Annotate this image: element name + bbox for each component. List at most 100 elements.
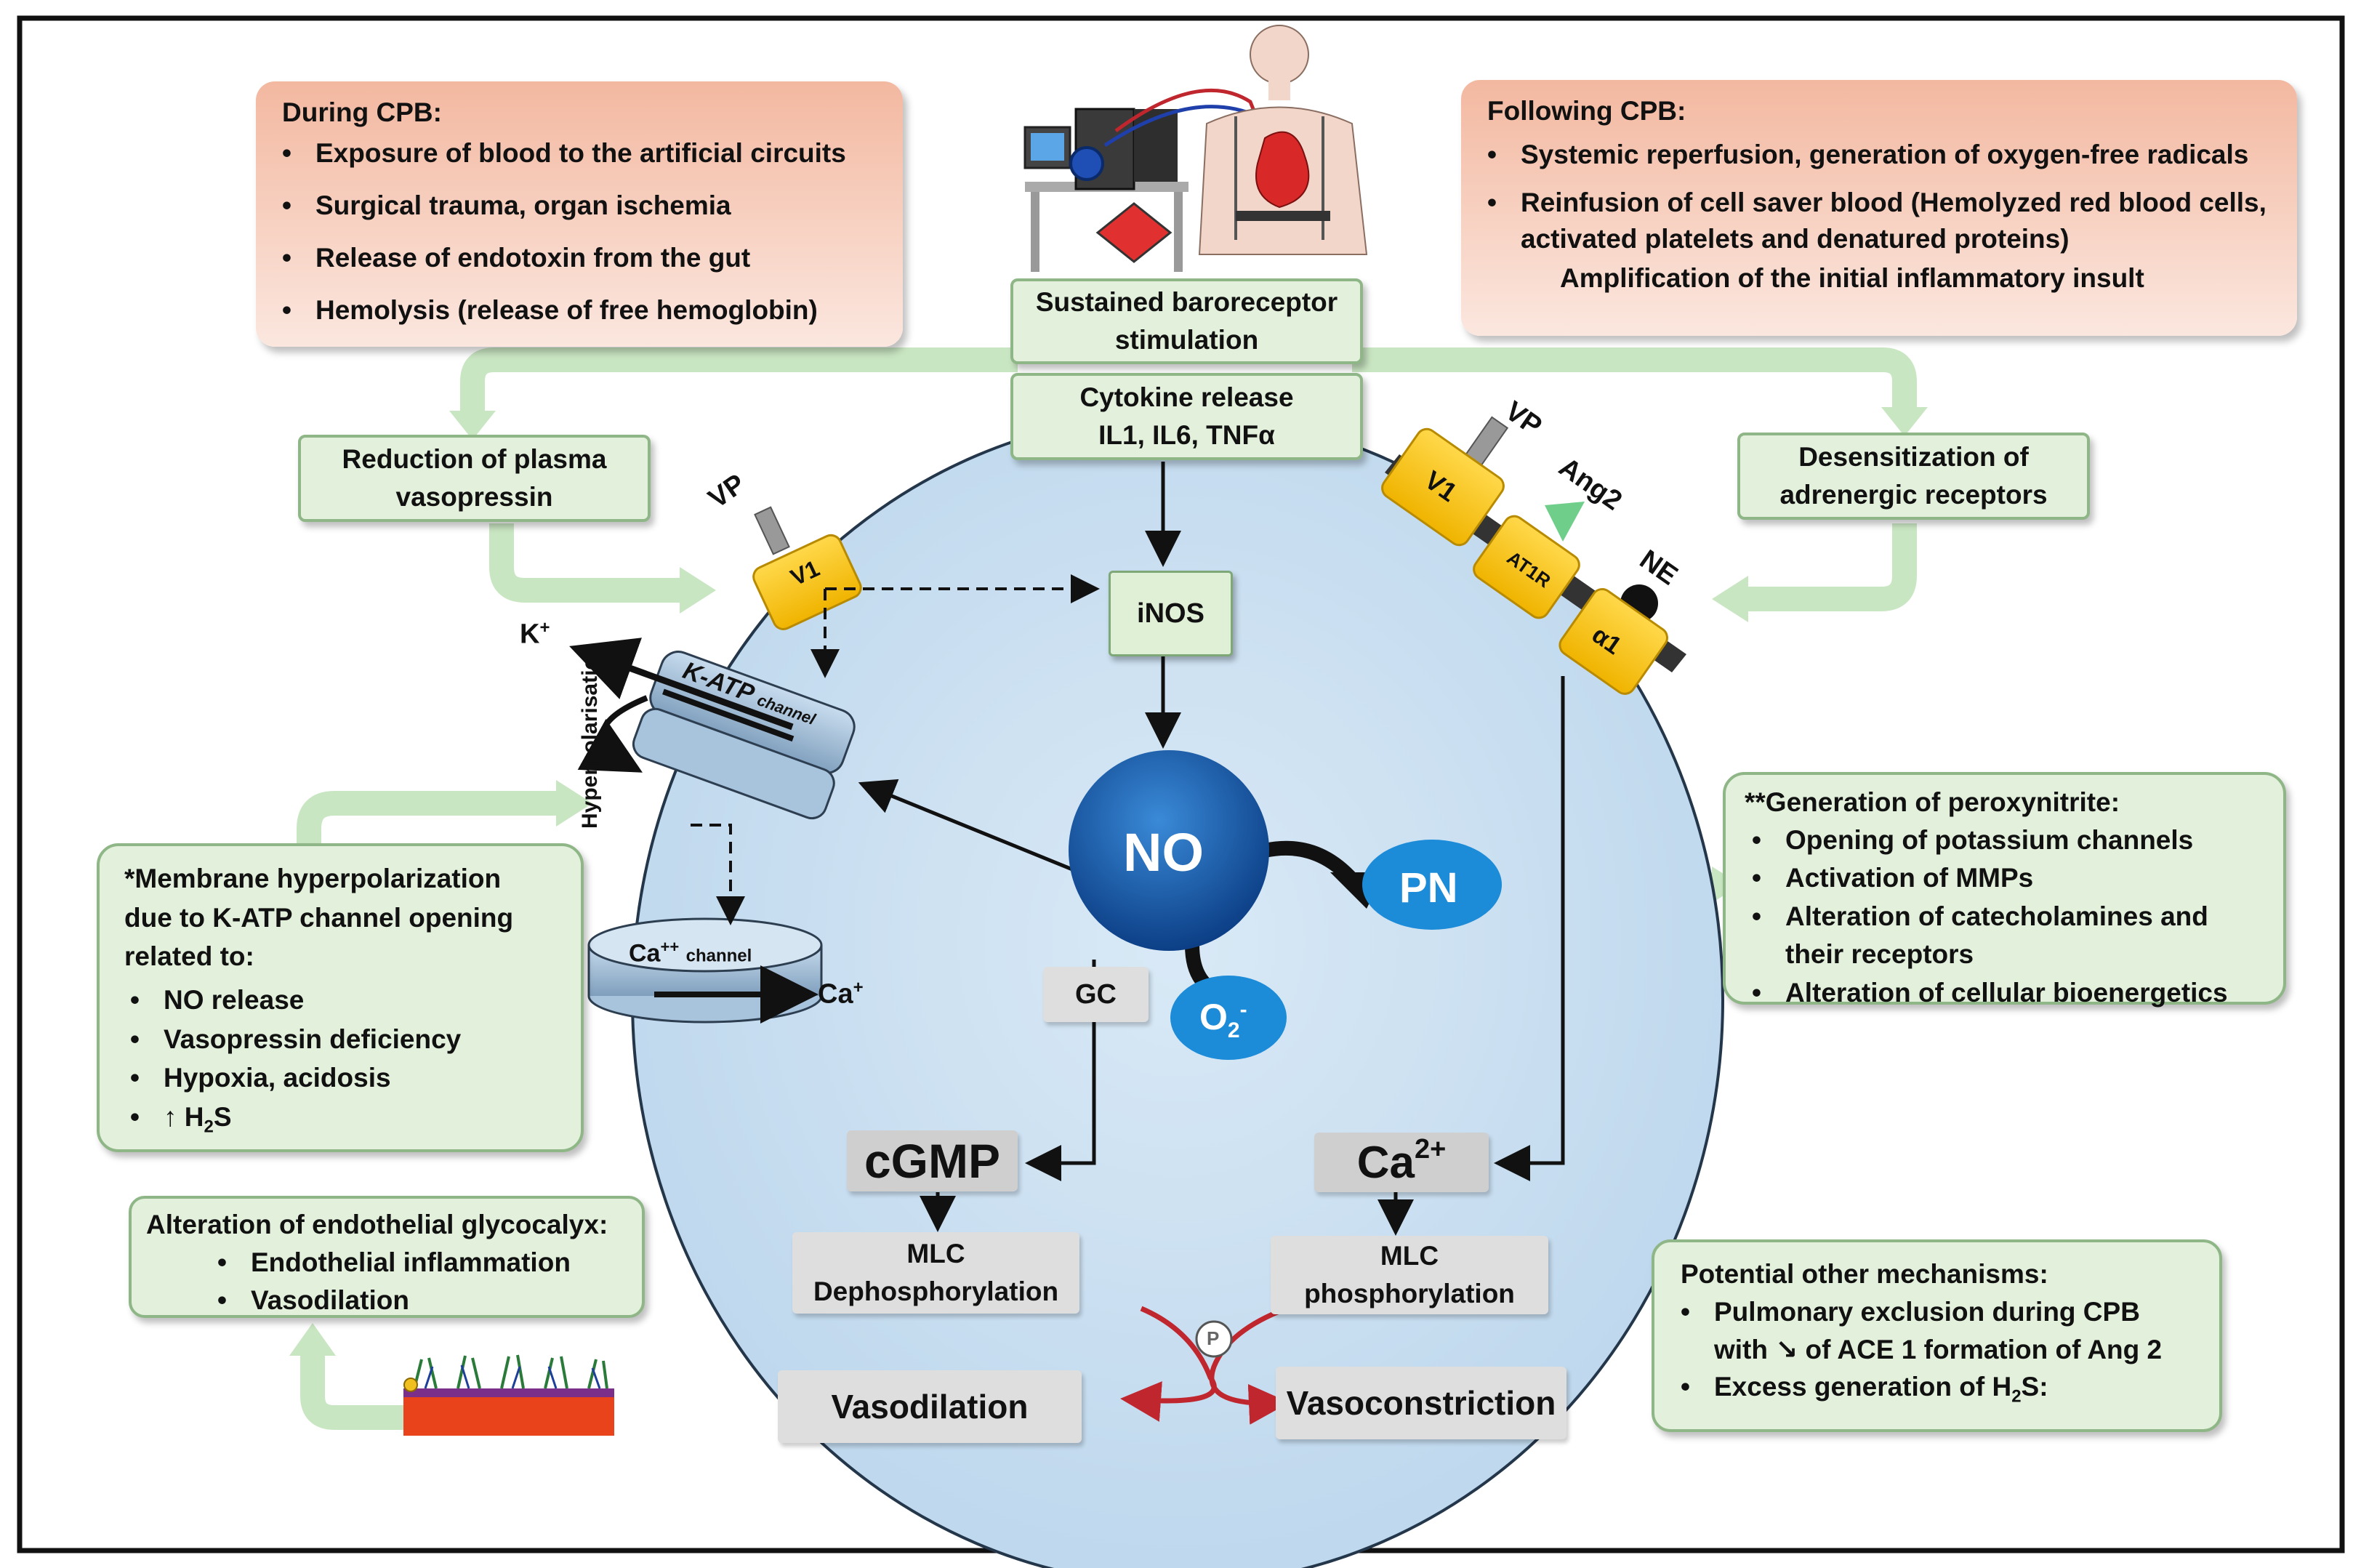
- list-item: Activation of MMPs: [1752, 859, 2267, 898]
- cytokine-box: Cytokine release IL1, IL6, TNFα: [1010, 373, 1363, 460]
- ca2-sup: 2+: [1414, 1134, 1447, 1165]
- cgmp-box: cGMP: [847, 1130, 1018, 1191]
- ca-out-sup: +: [853, 978, 864, 997]
- list-item: Opening of potassium channels: [1752, 821, 2267, 860]
- p-circle-shape: [1195, 1320, 1233, 1358]
- cpb-illustration: [1023, 25, 1368, 272]
- o2-sup: -: [1239, 997, 1247, 1022]
- flow-top-left: [460, 347, 1018, 414]
- baroreceptor-line2: stimulation: [1114, 325, 1259, 355]
- no-circle: [1069, 750, 1269, 951]
- h2s-tail: S: [213, 1101, 232, 1132]
- mlc-right-line2: phosphorylation: [1304, 1279, 1515, 1308]
- flow-reduction: [489, 523, 683, 603]
- mlc-dephosphorylation-box: MLC Dephosphorylation: [792, 1232, 1079, 1314]
- membrane-box: *Membrane hyperpolarization due to K-ATP…: [97, 843, 584, 1152]
- mlc-right-line1: MLC: [1380, 1241, 1439, 1271]
- flow-top-left-head: [449, 411, 496, 440]
- h2s-sub: 2: [204, 1117, 214, 1137]
- list-item: Vasodilation: [217, 1282, 629, 1319]
- mlc-left-line1: MLC: [906, 1239, 965, 1269]
- ca-channel-shape: [587, 917, 823, 1024]
- during-cpb-title: During CPB:: [282, 97, 442, 127]
- list-item: Alteration of catecholamines and their r…: [1752, 898, 2236, 974]
- k-curl-arrow: [577, 695, 648, 773]
- other-mechanisms-box: Potential other mechanisms: Pulmonary ex…: [1652, 1239, 2222, 1432]
- during-cpb-list: Exposure of blood to the artificial circ…: [282, 135, 881, 329]
- mlc-left-line2: Dephosphorylation: [813, 1276, 1059, 1306]
- k-sup: +: [539, 618, 550, 638]
- list-item: Endothelial inflammation: [217, 1244, 629, 1282]
- o2-sub: 2: [1227, 1018, 1240, 1042]
- ca-channel-sub: channel: [685, 946, 752, 966]
- ca-channel-label: Ca++ channel: [629, 938, 752, 968]
- no-label: NO: [1123, 822, 1204, 882]
- alpha1-receptor: [1558, 584, 1668, 695]
- p-circle-label: P: [1207, 1327, 1220, 1349]
- reduction-line1: Reduction of plasma: [342, 444, 607, 475]
- membrane-title-line2: due to K-ATP channel opening: [124, 902, 514, 933]
- list-item: ↑ H2S: [130, 1098, 566, 1140]
- peroxynitrite-box: **Generation of peroxynitrite: Opening o…: [1723, 772, 2286, 1012]
- other-item1-line2: with ↘ of ACE 1 formation of Ang 2: [1714, 1334, 2163, 1364]
- cytokine-line1: Cytokine release: [1079, 382, 1294, 413]
- following-cpb-arrow-item: Amplification of the initial inflammator…: [1560, 262, 2144, 293]
- flow-glyco-head: [289, 1323, 336, 1356]
- other-title: Potential other mechanisms:: [1681, 1259, 2048, 1289]
- reduction-line2: vasopressin: [395, 482, 553, 512]
- at1r-receptor: [1473, 502, 1585, 619]
- cytokine-line2: IL1, IL6, TNFα: [1098, 420, 1275, 450]
- during-cpb-box: During CPB: Exposure of blood to the art…: [256, 81, 903, 347]
- list-item: Release of endotoxin from the gut: [282, 240, 881, 276]
- list-item: Vasopressin deficiency: [130, 1020, 566, 1059]
- list-item: Hypoxia, acidosis: [130, 1058, 566, 1098]
- flow-membrane-head: [556, 780, 592, 827]
- dashed-paths: [691, 574, 1100, 925]
- gc-box: GC: [1043, 967, 1149, 1022]
- red-curve-right: [1209, 1306, 1290, 1425]
- solid-paths: [858, 462, 1565, 1236]
- flow-glyco: [300, 1352, 407, 1430]
- ca-channel-text: Ca: [629, 939, 661, 968]
- glycocalyx-title: Alteration of endothelial glycocalyx:: [146, 1210, 608, 1239]
- k-plus-label: K+: [520, 618, 550, 651]
- flow-desens-head: [1712, 576, 1748, 622]
- inos-box: iNOS: [1109, 571, 1233, 656]
- pn-label: PN: [1399, 864, 1458, 912]
- k-out-arrow: [569, 638, 794, 731]
- o2-text: O: [1199, 997, 1228, 1037]
- other-item2-sub: 2: [2011, 1386, 2022, 1407]
- flow-top-right: [1352, 347, 1917, 411]
- vasoconstriction-label: Vasoconstriction: [1286, 1384, 1556, 1422]
- membrane-list: NO release Vasopressin deficiency Hypoxi…: [124, 981, 566, 1140]
- other-item1-line1: Pulmonary exclusion during CPB: [1714, 1296, 2140, 1327]
- h2s-text: ↑ H: [164, 1101, 204, 1132]
- list-item: Systemic reperfusion, generation of oxyg…: [1487, 137, 2277, 173]
- list-item: NO release: [130, 981, 566, 1020]
- following-cpb-box: Following CPB: Systemic reperfusion, gen…: [1461, 80, 2297, 336]
- desensitization-line1: Desensitization of: [1798, 442, 2029, 473]
- other-list: Pulmonary exclusion during CPB with ↘ of…: [1681, 1293, 2205, 1410]
- baroreceptor-line1: Sustained baroreceptor: [1035, 287, 1338, 318]
- cgmp-label: cGMP: [864, 1134, 1001, 1188]
- o2-circle: [1170, 976, 1287, 1060]
- ca-out-label: Ca+: [818, 978, 864, 1010]
- flow-reduction-head: [680, 567, 716, 614]
- v1-right-receptor: [1381, 416, 1509, 547]
- glycocalyx-illustration: [403, 1354, 614, 1436]
- no-pn-arrow: [1263, 840, 1358, 885]
- glycocalyx-box: Alteration of endothelial glycocalyx: En…: [129, 1196, 645, 1319]
- peroxynitrite-list: Opening of potassium channels Activation…: [1745, 821, 2267, 1013]
- flow-top-right-head: [1881, 407, 1928, 436]
- reduction-box: Reduction of plasma vasopressin: [298, 435, 651, 522]
- mlc-phosphorylation-box: MLC phosphorylation: [1271, 1236, 1548, 1314]
- list-item: Excess generation of H2S:: [1681, 1368, 2205, 1409]
- ca-out-text: Ca: [818, 978, 853, 1010]
- vasodilation-box: Vasodilation: [778, 1370, 1082, 1443]
- hyperpolarisation-label: Hyperpolarisation: [578, 643, 602, 829]
- baroreceptor-box: Sustained baroreceptor stimulation: [1010, 278, 1363, 364]
- vasodilation-label: Vasodilation: [831, 1388, 1029, 1426]
- other-item2-text: Excess generation of H: [1714, 1372, 2012, 1402]
- pn-circle: [1362, 840, 1502, 930]
